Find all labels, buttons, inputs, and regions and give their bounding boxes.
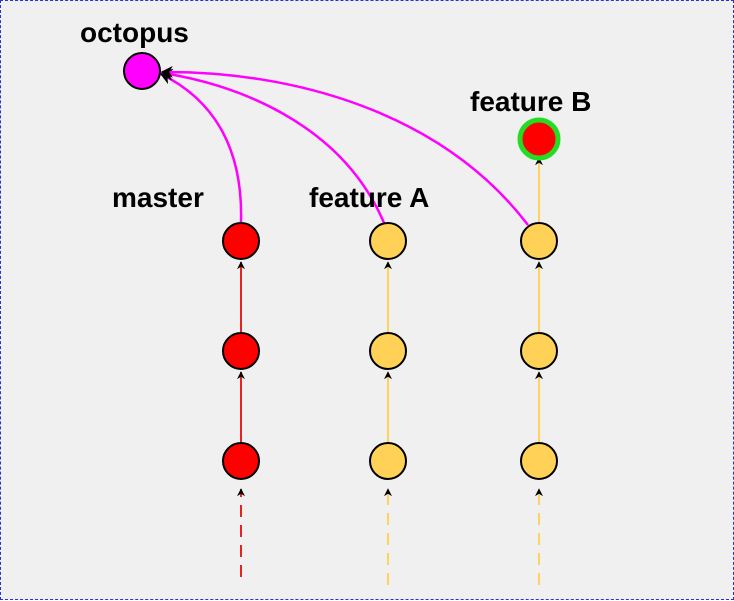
- feature-b-commit: [520, 442, 558, 480]
- feature-b-commit: [520, 332, 558, 370]
- feature-a-commit: [369, 222, 407, 260]
- feature-a-commit: [369, 442, 407, 480]
- octopus-label: octopus: [80, 17, 189, 48]
- feature-a-label: feature A: [309, 182, 430, 213]
- master-commit: [222, 332, 260, 370]
- octopus-commit: [123, 52, 161, 90]
- feature-b-tip-commit: [517, 117, 561, 161]
- merge-edge-feature-b: [160, 65, 529, 226]
- feature-b-label: feature B: [470, 86, 592, 117]
- feature-a-commit: [369, 332, 407, 370]
- master-commit: [222, 442, 260, 480]
- merge-edge-feature-a: [160, 68, 386, 224]
- feature-b-commit: [520, 222, 558, 260]
- master-commit: [222, 222, 260, 260]
- master-label: master: [112, 182, 204, 213]
- merge-edge-master: [159, 72, 243, 223]
